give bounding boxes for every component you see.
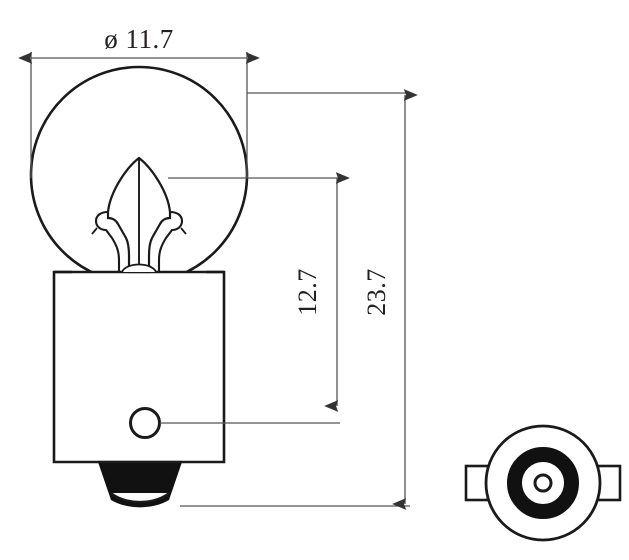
stem-pinch-dome [121, 263, 157, 273]
center-contact [533, 473, 553, 493]
dimension-diameter: ø 11.7 [18, 24, 260, 178]
front-elevation-view [29, 65, 249, 508]
filament-support-left [94, 210, 121, 272]
dimension-label-height-mid: 12.7 [293, 268, 322, 316]
bayonet-pin [129, 407, 161, 439]
filament-lead-left [91, 227, 98, 235]
bottom-contact [98, 460, 182, 508]
dimension-height-total: 23.7 [180, 89, 418, 510]
metal-base-outline [52, 270, 226, 464]
filament-support-right [157, 210, 184, 272]
contact-ring [507, 447, 579, 519]
dimension-height-mid: 12.7 [160, 172, 350, 424]
filament-lead-right [180, 227, 187, 235]
dimension-label-diameter: ø 11.7 [104, 24, 174, 54]
dimension-annotations: ø 11.7 12.7 23.7 [18, 24, 418, 510]
filament-assembly [91, 156, 187, 274]
dimension-label-height-total: 23.7 [362, 268, 391, 316]
bottom-end-view [464, 424, 622, 542]
bottom-contact-dome [110, 492, 170, 504]
